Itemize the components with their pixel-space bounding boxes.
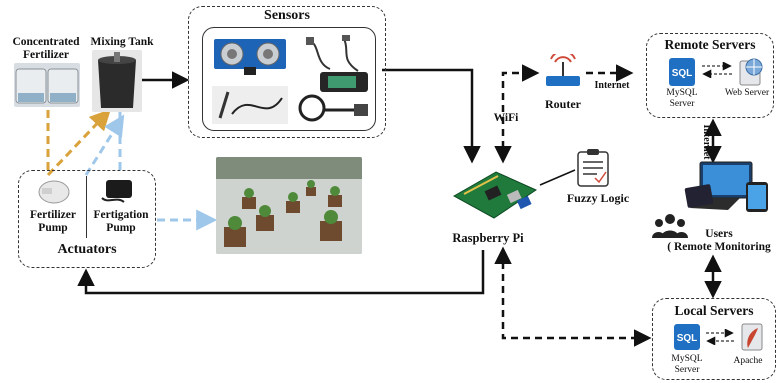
fuzzy-logic-label: Fuzzy Logic — [566, 191, 630, 205]
apache-feather-icon — [738, 320, 766, 352]
pi-fuzzy-link — [539, 169, 576, 186]
concentrated-fertilizer-label: Concentrated Fertilizer — [12, 36, 80, 62]
fertigation-pump-image — [98, 174, 138, 204]
local-db-sync-arrows — [704, 328, 736, 346]
users-group-icon — [652, 212, 688, 240]
remote-servers-group — [646, 33, 774, 118]
remote-sql-text: SQL — [672, 68, 693, 79]
router-icon — [540, 54, 586, 90]
sensors-title: Sensors — [264, 8, 310, 23]
local-mysql-label: MySQL Server — [671, 354, 703, 375]
fertilizer-containers-image — [14, 63, 80, 107]
plants-greenhouse-image — [216, 157, 362, 254]
pi-to-actuators-arrow — [77, 250, 485, 295]
wifi-label: WiFi — [493, 112, 519, 124]
mixing-tank-image — [92, 50, 142, 112]
raspberry-pi-board-image — [448, 166, 540, 224]
actuators-title: Actuators — [57, 242, 117, 257]
user-devices-icon — [682, 160, 774, 222]
remote-servers-title: Remote Servers — [664, 37, 756, 52]
ultrasonic-sensor-image — [210, 33, 290, 75]
fertilizer-to-tank-line — [46, 108, 111, 177]
pi-local-servers-link — [494, 246, 652, 347]
sensors-to-pi-arrow — [382, 68, 481, 164]
remote-mysql-icon: SQL — [667, 56, 697, 88]
fertigation-to-tank-line — [84, 114, 125, 176]
internet-side-label: Internet — [701, 124, 712, 160]
local-servers-title: Local Servers — [674, 303, 754, 318]
router-label: Router — [545, 97, 581, 111]
probe-sensors-image — [300, 35, 368, 77]
fertigation-pump-label: Fertigation Pump — [93, 209, 149, 235]
temperature-probe-image — [210, 84, 290, 126]
apache-label: Apache — [733, 356, 763, 366]
web-server-label: Web Server — [724, 88, 770, 98]
fuzzy-logic-clipboard-icon — [575, 148, 611, 188]
fertilizer-pump-label: Fertilizer Pump — [30, 209, 76, 235]
local-sql-text: SQL — [677, 333, 698, 344]
fertilizer-pump-image — [34, 176, 74, 206]
raspberry-pi-label: Raspberry Pi — [452, 231, 524, 245]
mixing-tank-label: Mixing Tank — [90, 36, 154, 48]
local-mysql-icon: SQL — [672, 322, 702, 352]
pi-router-wifi-link — [494, 64, 540, 164]
internet-top-label: Internet — [594, 80, 630, 91]
web-server-icon — [736, 55, 766, 87]
actuators-group — [18, 170, 156, 268]
remote-mysql-label: MySQL Server — [666, 88, 698, 109]
local-servers-group — [652, 298, 776, 380]
users-label: Users ( Remote Monitoring — [667, 228, 771, 254]
sensors-group — [188, 6, 386, 138]
remote-db-sync-arrows — [700, 61, 734, 79]
actuators-divider — [86, 176, 87, 238]
ec-ph-meter-image — [296, 70, 372, 126]
